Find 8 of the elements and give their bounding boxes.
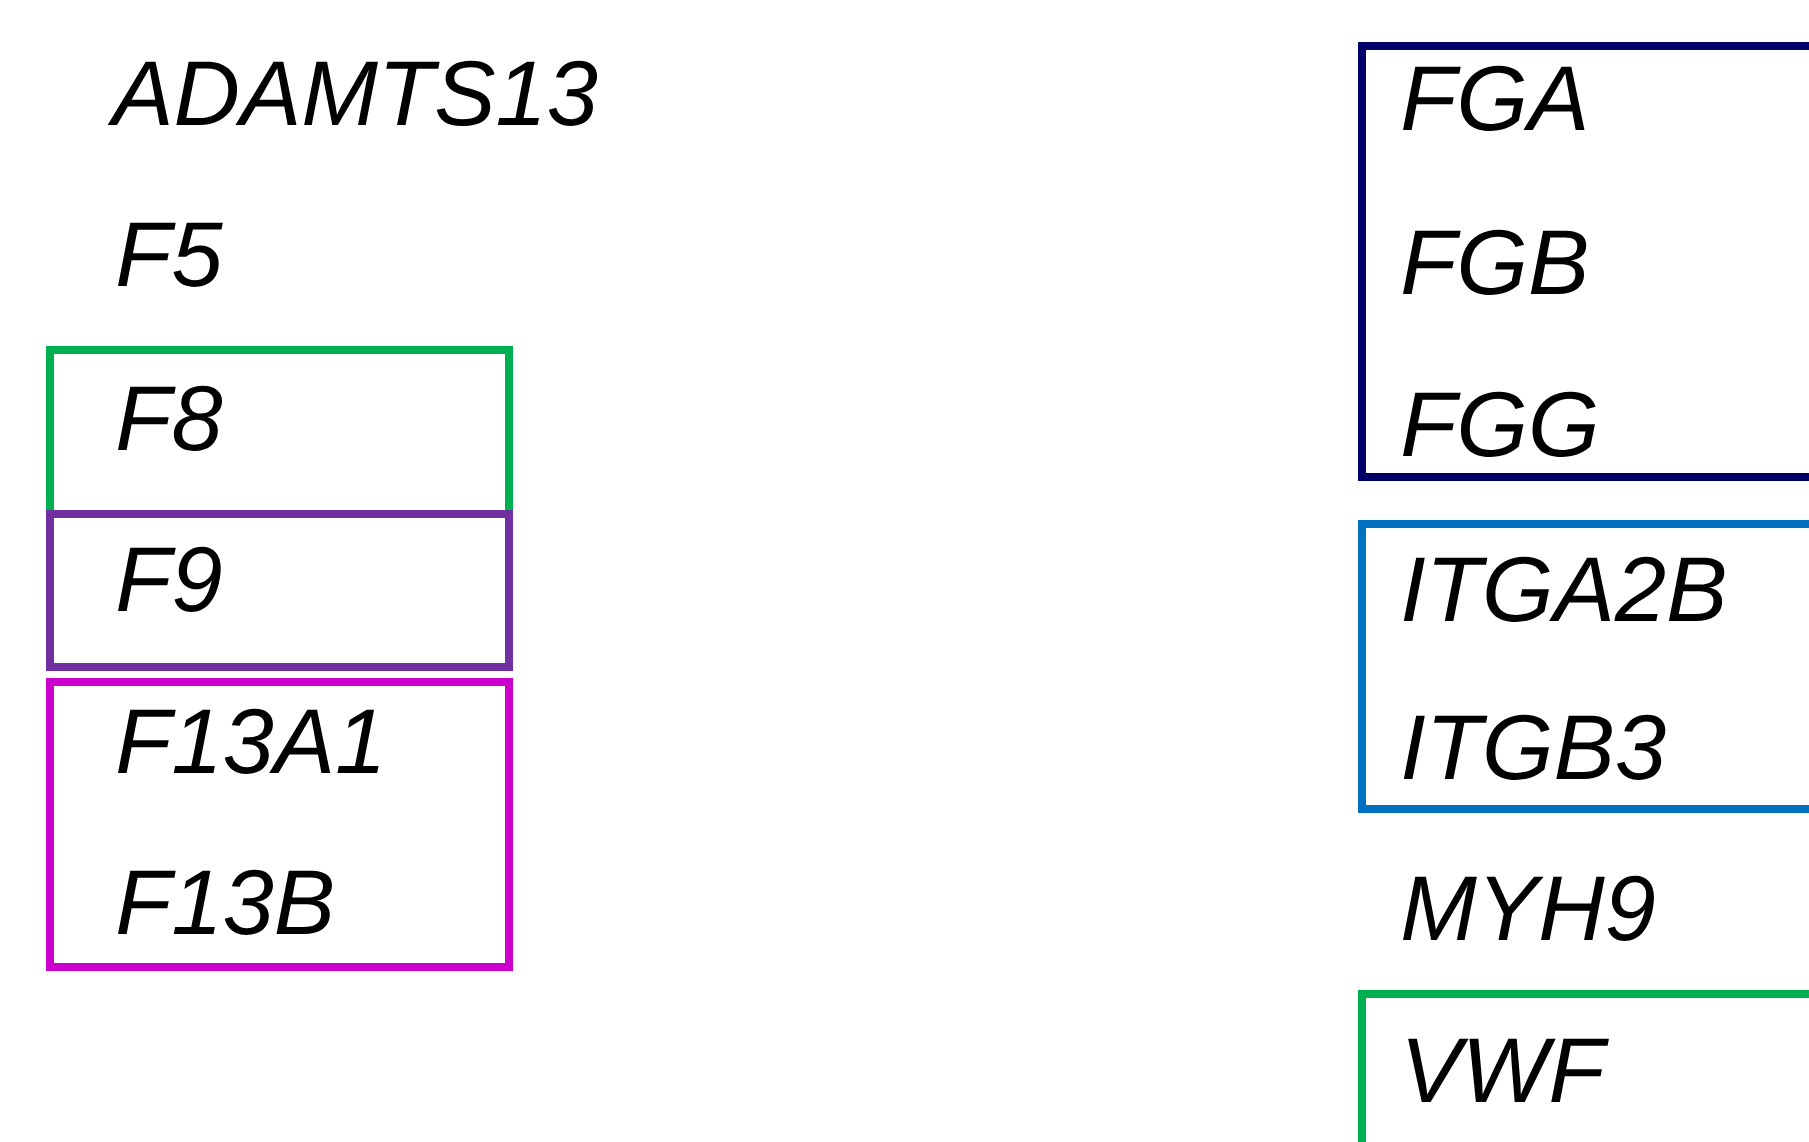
gene-group-box: FGA FGB FGG [1358,42,1809,481]
gene-group-box: ITGA2B ITGB3 [1358,520,1809,813]
gene-label: MYH9 [1403,875,1654,941]
gene-label: ADAMTS13 [107,60,598,126]
gene-group-box: F9 [46,510,513,671]
gene-label: F5 [118,222,223,287]
gene-group-box: F13A1 F13B [46,678,513,971]
gene-group-box: VWF [1358,990,1809,1142]
